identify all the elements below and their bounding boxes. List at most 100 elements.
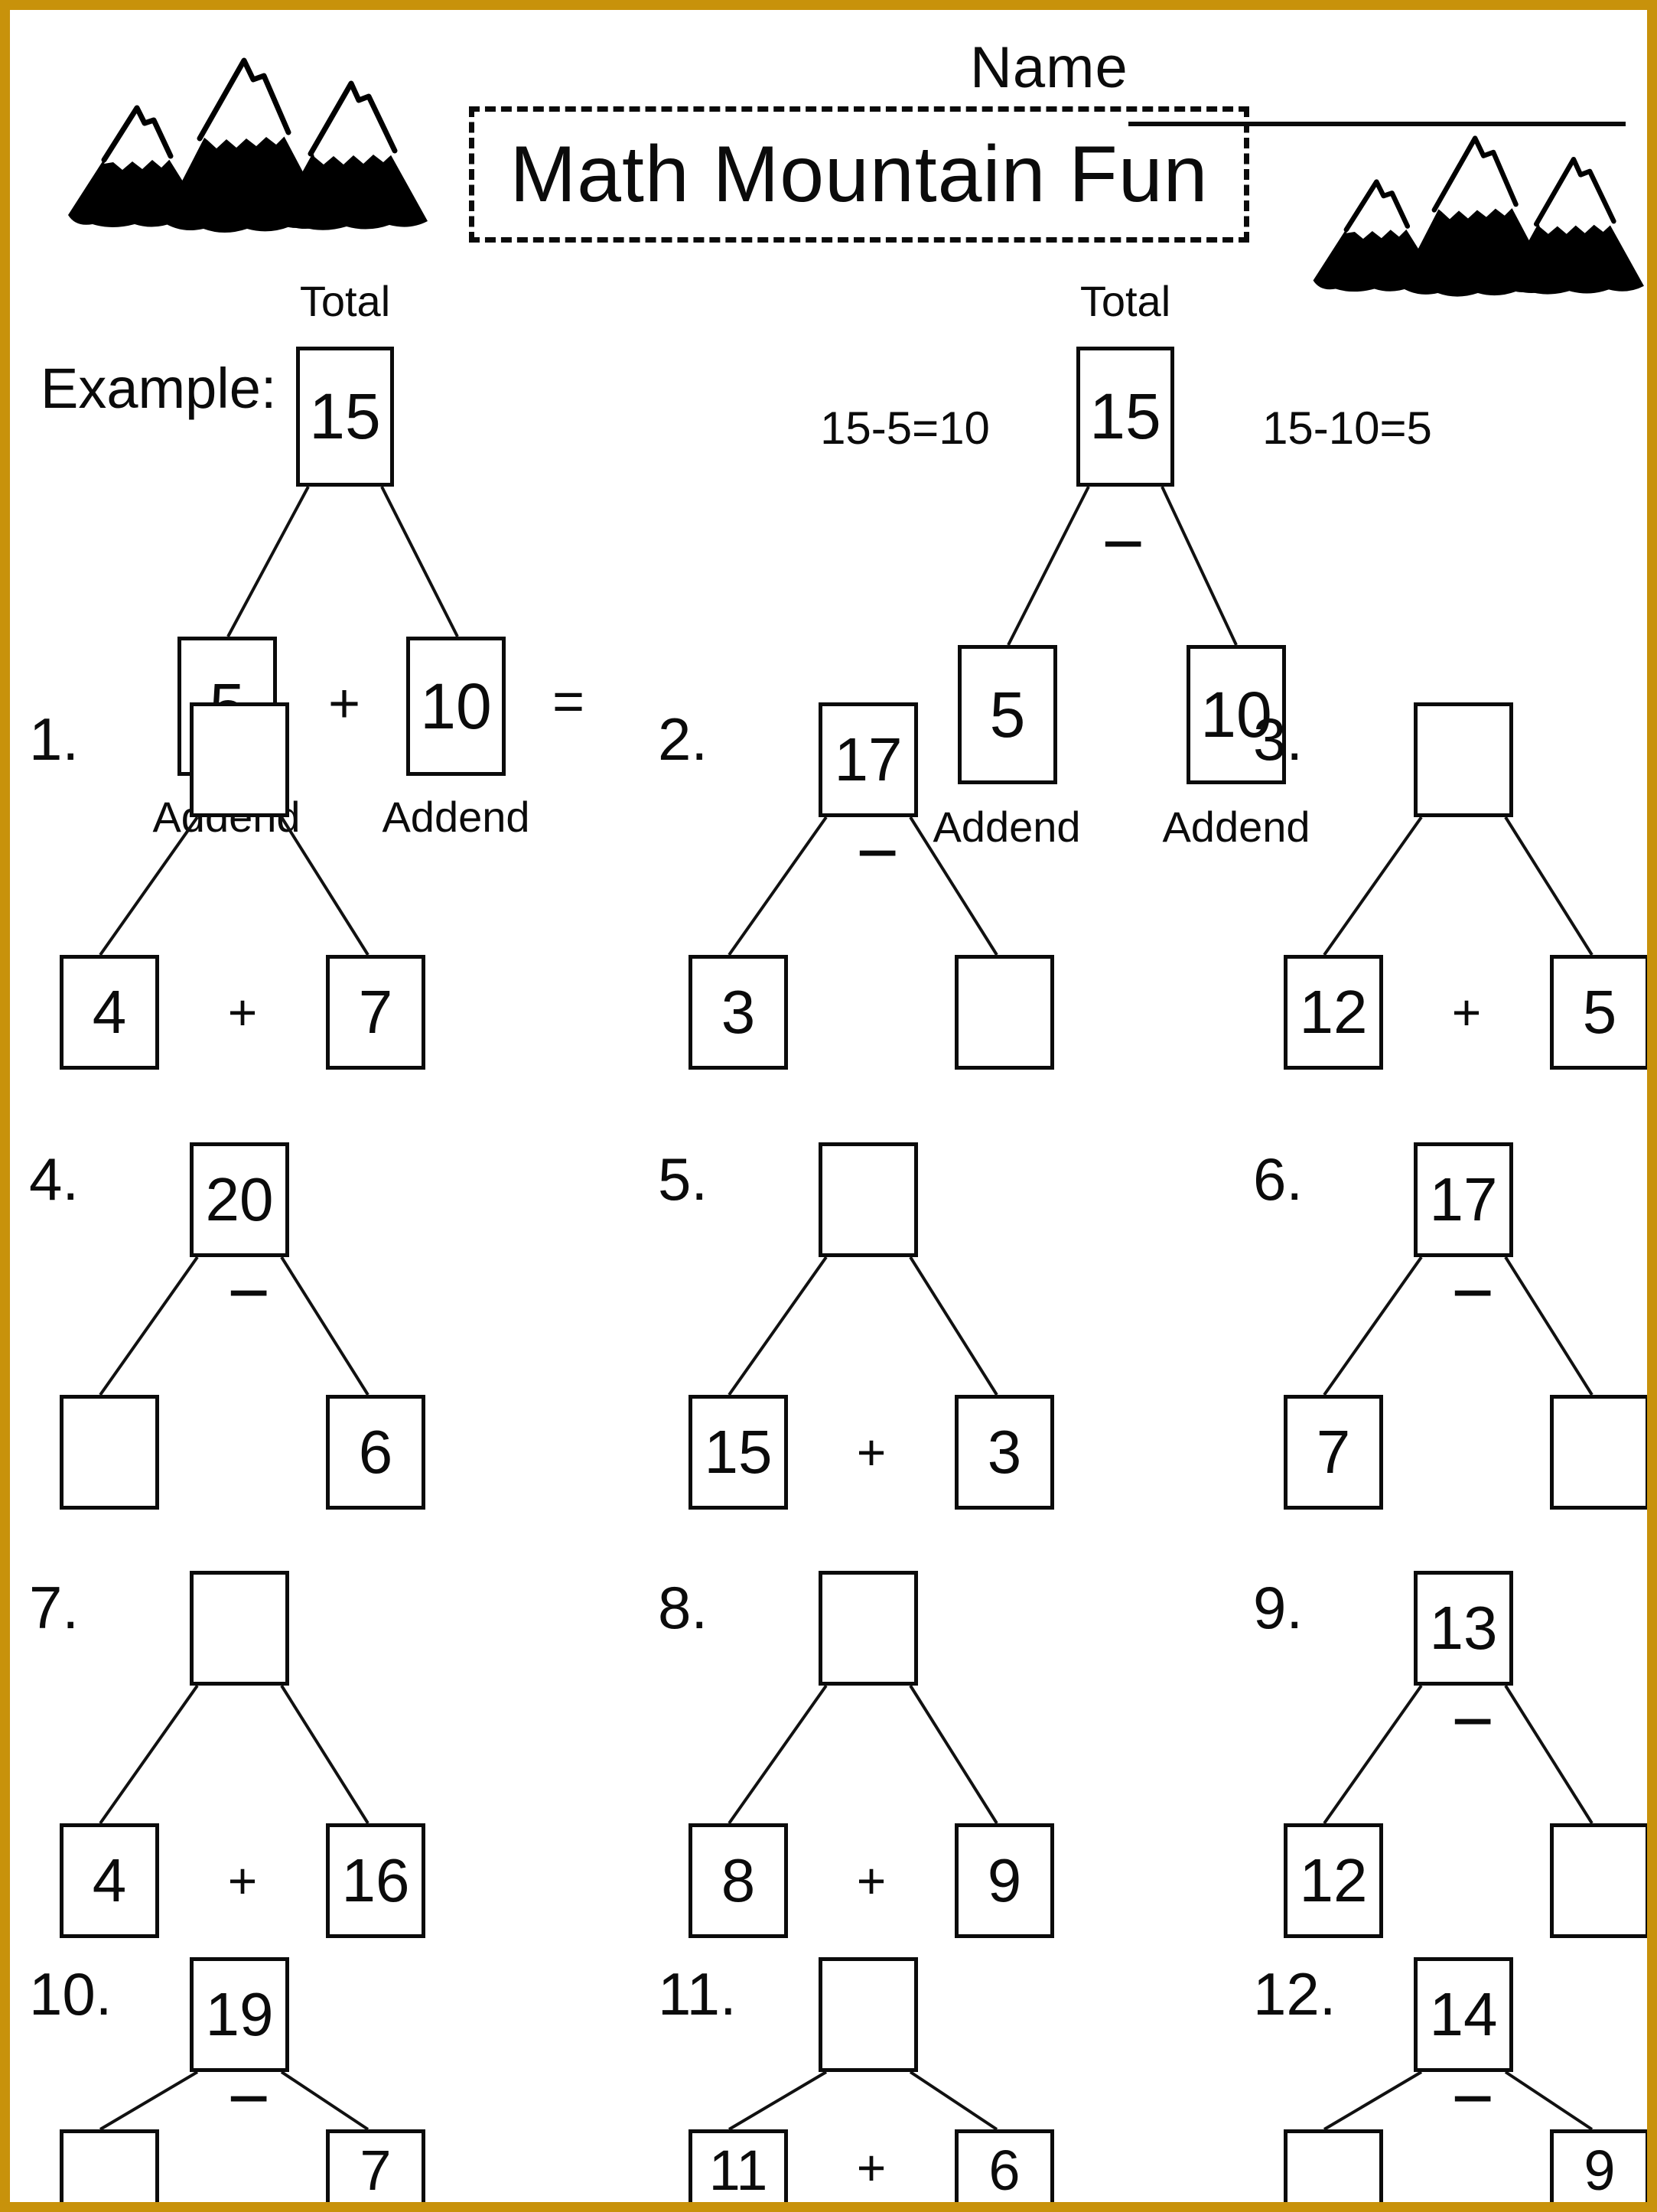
example-sub-right-box: 10 [1187, 645, 1286, 784]
operator: + [227, 1852, 258, 1909]
right-addend-box[interactable] [1550, 1823, 1647, 1938]
problem-7: 7. 4 + 16 [10, 1559, 545, 1957]
problem-number: 6. [1253, 1145, 1304, 1213]
total-box: 17 [1414, 1142, 1513, 1257]
branch-lines [1323, 816, 1594, 956]
total-box[interactable] [819, 1571, 918, 1686]
total-box: 14 [1414, 1957, 1513, 2072]
example-label: Example: [41, 357, 277, 420]
right-addend-box: 3 [955, 1395, 1054, 1510]
right-addend-box[interactable] [955, 955, 1054, 1070]
problem-9: 9. 13 12 − [1234, 1559, 1647, 1957]
operator: + [227, 984, 258, 1041]
example-sub-left-box: 5 [958, 645, 1057, 784]
right-addend-box: 7 [326, 2129, 425, 2202]
problem-number: 5. [658, 1145, 708, 1213]
problem-number: 10. [29, 1960, 112, 2028]
left-addend-box[interactable] [60, 2129, 159, 2202]
problem-number: 2. [658, 705, 708, 773]
branch-lines [728, 816, 998, 956]
problem-3: 3. 12 + 5 [1234, 691, 1647, 1089]
total-box: 19 [190, 1957, 289, 2072]
problem-number: 3. [1253, 705, 1304, 773]
problem-6: 6. 17 7 − [1234, 1131, 1647, 1529]
branch-lines [1323, 2070, 1594, 2131]
total-box[interactable] [819, 1142, 918, 1257]
operator: + [1451, 984, 1482, 1041]
left-addend-box: 4 [60, 955, 159, 1070]
problem-number: 8. [658, 1574, 708, 1641]
branch-lines [1323, 1256, 1594, 1396]
total-box[interactable] [190, 1571, 289, 1686]
problem-number: 7. [29, 1574, 80, 1641]
problem-number: 9. [1253, 1574, 1304, 1641]
operator: + [856, 2139, 887, 2196]
left-addend-box: 7 [1284, 1395, 1383, 1510]
left-addend-box: 12 [1284, 1823, 1383, 1938]
operator: − [1450, 2057, 1495, 2139]
right-addend-box[interactable] [1550, 1395, 1647, 1510]
problem-10: 10. 19 − 7 [10, 1946, 545, 2202]
subtraction-equation-left: 15-5=10 [820, 402, 990, 454]
left-addend-box[interactable] [1284, 2129, 1383, 2202]
problem-number: 12. [1253, 1960, 1336, 2028]
problem-1: 1. 4 + 7 [10, 691, 545, 1089]
operator: − [855, 812, 900, 894]
problem-4: 4. 20 − 6 [10, 1131, 545, 1529]
title-box: Math Mountain Fun [469, 106, 1249, 243]
problem-11: 11. 11 + 6 [639, 1946, 1174, 2202]
operator: − [226, 2057, 271, 2139]
left-addend-box: 4 [60, 1823, 159, 1938]
total-caption: Total [299, 277, 391, 325]
problem-8: 8. 8 + 9 [639, 1559, 1174, 1957]
left-addend-box: 8 [689, 1823, 788, 1938]
total-box[interactable] [190, 702, 289, 817]
problem-number: 1. [29, 705, 80, 773]
total-box: 20 [190, 1142, 289, 1257]
problem-number: 4. [29, 1145, 80, 1213]
right-addend-box: 5 [1550, 955, 1647, 1070]
name-input-line[interactable] [1128, 41, 1626, 126]
example-sub-total-box: 15 [1076, 347, 1174, 487]
total-box: 17 [819, 702, 918, 817]
branch-lines [728, 1684, 998, 1825]
mountain-range-icon [47, 37, 444, 267]
addend-caption: Addend [382, 793, 530, 841]
problem-number: 11. [658, 1960, 737, 2028]
equals-sign: = [552, 671, 585, 732]
page-title: Math Mountain Fun [509, 129, 1209, 219]
operator: − [1450, 1680, 1495, 1762]
right-addend-box: 9 [1550, 2129, 1647, 2202]
branch-lines [728, 1256, 998, 1396]
right-addend-box: 16 [326, 1823, 425, 1938]
plus-sign: + [327, 673, 361, 735]
branch-lines [728, 2070, 998, 2131]
operator: + [856, 1424, 887, 1481]
example-add-total-box: 15 [296, 347, 394, 487]
right-addend-box: 6 [955, 2129, 1054, 2202]
addend-caption: Addend [1162, 803, 1310, 851]
addend-caption: Addend [933, 803, 1081, 851]
mountain-range-icon [1289, 117, 1657, 328]
left-addend-box[interactable] [60, 1395, 159, 1510]
minus-sign: − [1101, 503, 1145, 585]
left-addend-box: 3 [689, 955, 788, 1070]
branch-lines [1323, 1684, 1594, 1825]
subtraction-equation-right: 15-10=5 [1262, 402, 1432, 454]
example-add-right-box: 10 [406, 637, 506, 776]
total-box[interactable] [819, 1957, 918, 2072]
right-addend-box: 9 [955, 1823, 1054, 1938]
left-addend-box: 11 [689, 2129, 788, 2202]
total-box: 13 [1414, 1571, 1513, 1686]
branch-lines [99, 2070, 369, 2131]
problem-5: 5. 15 + 3 [639, 1131, 1174, 1529]
problem-2: 2. 17 3 − [639, 691, 1174, 1089]
branch-lines [1007, 486, 1238, 646]
left-addend-box: 12 [1284, 955, 1383, 1070]
branch-lines [226, 486, 459, 637]
branch-lines [99, 1256, 369, 1396]
left-addend-box: 15 [689, 1395, 788, 1510]
total-box[interactable] [1414, 702, 1513, 817]
problem-12: 12. 14 − 9 [1234, 1946, 1647, 2202]
